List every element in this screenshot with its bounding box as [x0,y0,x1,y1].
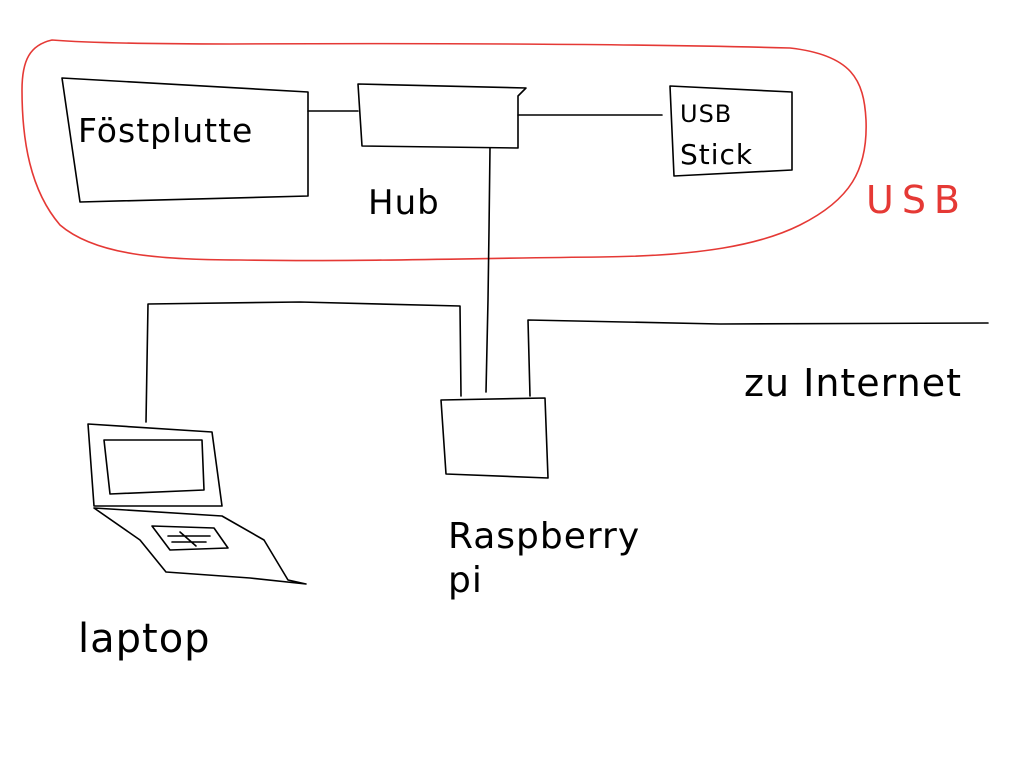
usb-stick-label-line2: Stick [680,138,753,171]
festplatte-box [61,77,309,203]
hub-box [357,83,527,149]
usb-stick-label-line1: USB [680,100,732,128]
usb-group-outline [21,39,867,262]
festplatte-label: Föstplutte [78,111,253,150]
usb-stick-box [669,85,793,177]
raspberry-label-line2: pi [448,560,483,601]
laptop-icon [87,423,307,585]
raspberry-label-line1: Raspberry [448,516,640,557]
link-hub-raspberry [485,147,491,393]
internet-label: zu Internet [744,361,962,405]
link-raspberry-internet [527,319,989,397]
laptop-label: laptop [78,616,211,662]
raspberry-pi-box [440,397,549,479]
hub-label: Hub [368,183,440,223]
usb-group-label: USB [866,178,968,222]
link-laptop-raspberry [145,301,462,423]
